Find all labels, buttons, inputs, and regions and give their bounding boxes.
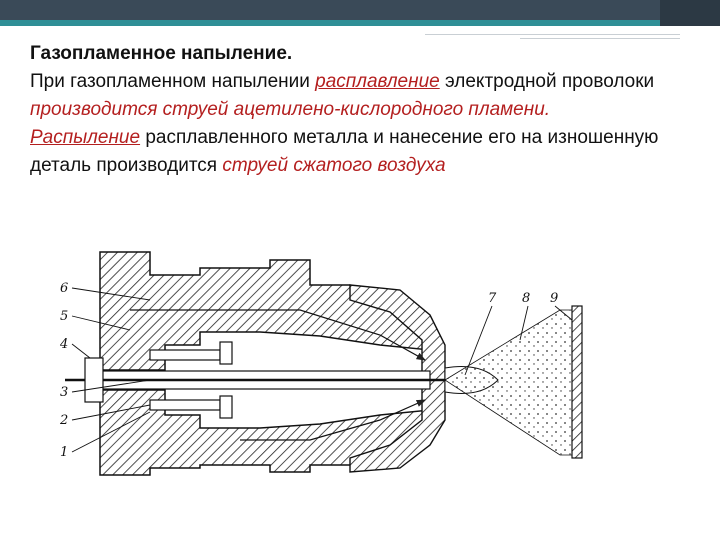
workpiece [571, 305, 583, 459]
valve-block-upper [219, 341, 233, 365]
paragraph-spraying: Распыление расплавленного металла и нане… [30, 124, 700, 180]
slide-header-line-2 [520, 38, 680, 39]
slide-header-line [425, 34, 680, 35]
callout-label-9: 9 [550, 291, 558, 306]
callout-lines [71, 287, 573, 453]
p1-term-flame: производится струей ацетилено-кислородно… [30, 99, 551, 120]
callout-label-4: 4 [59, 337, 68, 352]
gas-tube-lower [149, 399, 221, 411]
gas-flow-lower [240, 399, 427, 441]
slide-top-accent [0, 20, 720, 26]
p1-term-melting: расплавление [315, 71, 440, 92]
slide-body: Газопламенное напыление. При газопламенн… [30, 40, 700, 180]
slide-top-corner [660, 0, 720, 26]
callout-label-3: 3 [60, 385, 68, 400]
p1-text-c: электродной проволоки [439, 71, 655, 92]
spray-cone [444, 309, 573, 456]
p2-term-spraying: Распыление [30, 127, 141, 148]
valve-block-lower [219, 395, 233, 419]
p2-text-c: расплавленного металла и нанесение его н… [30, 127, 659, 176]
p2-term-air: струей сжатого воздуха [222, 155, 446, 176]
callout-label-6: 6 [60, 281, 68, 296]
gas-flow-upper [130, 309, 427, 361]
slide-top-bar [0, 0, 720, 26]
callout-label-8: 8 [522, 291, 530, 306]
spray-gun-diagram: 6 5 4 3 2 1 7 8 9 [59, 251, 583, 476]
nozzle-cap [349, 284, 446, 473]
callout-label-1: 1 [60, 445, 68, 460]
p1-text-a: При газопламенном напылении [30, 71, 316, 92]
paragraph-melting: При газопламенном напылении расплавление… [30, 68, 700, 124]
callout-label-7: 7 [488, 291, 497, 306]
rear-fitting [84, 357, 104, 403]
callout-label-2: 2 [59, 413, 68, 428]
slide-title: Газопламенное напыление. [30, 43, 293, 64]
callout-label-5: 5 [60, 309, 68, 324]
gas-tube-upper [149, 349, 221, 361]
